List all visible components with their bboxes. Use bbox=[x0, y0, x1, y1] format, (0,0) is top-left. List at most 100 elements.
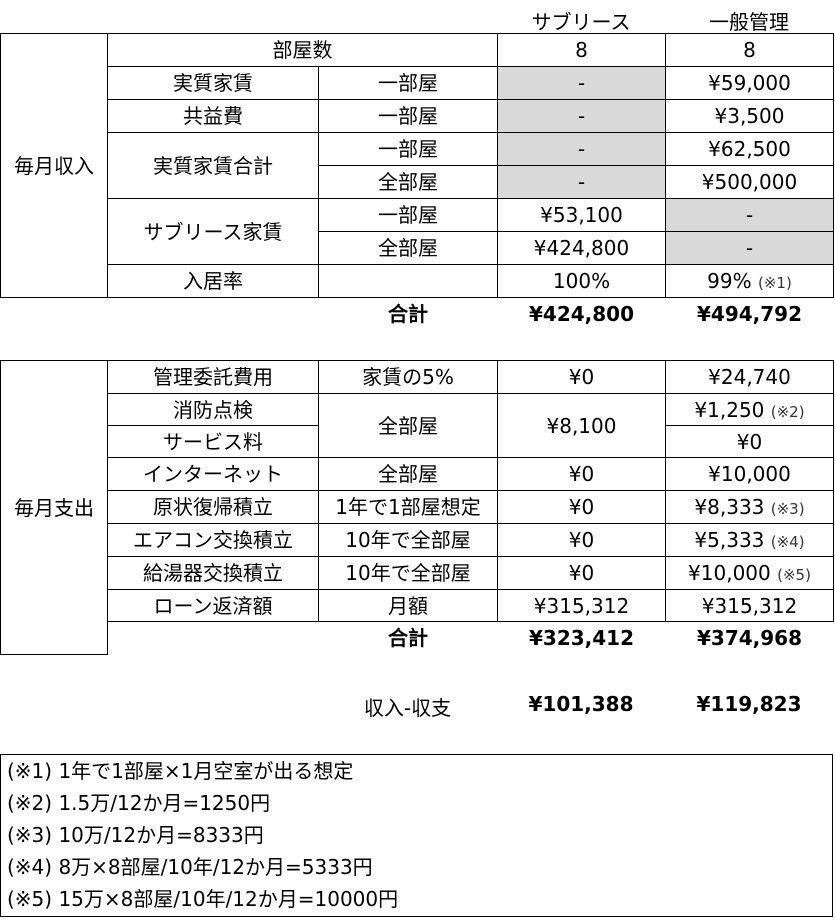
sublease-rent-all-rooms-unit: 全部屋 bbox=[318, 231, 498, 265]
fire-service-sublease: ¥8,100 bbox=[497, 393, 666, 458]
rooms-label: 部屋数 bbox=[107, 33, 498, 67]
water-heater-label: 給湯器交換積立 bbox=[107, 556, 319, 590]
table-row: サービス料 ¥0 bbox=[1, 425, 834, 458]
service-fee-label: サービス料 bbox=[107, 425, 319, 458]
aircon-sublease: ¥0 bbox=[497, 523, 666, 557]
rent-total-all-rooms-general: ¥500,000 bbox=[665, 165, 834, 199]
notes-box: (※1) 1年で1部屋×1月空室が出る想定 (※2) 1.5万/12か月=125… bbox=[0, 754, 833, 917]
water-heater-general: ¥10,000 (※5) bbox=[665, 556, 834, 590]
loan-label: ローン返済額 bbox=[107, 589, 319, 622]
management-fee-general: ¥24,740 bbox=[665, 360, 834, 394]
sublease-rent-per-room-unit: 一部屋 bbox=[318, 198, 498, 232]
common-fee-sublease: - bbox=[497, 99, 666, 133]
expense-table: 毎月支出 管理委託費用 家賃の5% ¥0 ¥24,740 消防点検 全部屋 ¥8… bbox=[0, 360, 834, 655]
sublease-rent-per-room-sublease: ¥53,100 bbox=[497, 198, 666, 232]
rooms-general: 8 bbox=[665, 33, 834, 67]
fire-inspection-general: ¥1,250 (※2) bbox=[665, 393, 834, 426]
table-row: 原状復帰積立 1年で1部屋想定 ¥0 ¥8,333 (※3) bbox=[1, 490, 834, 524]
table-row: ローン返済額 月額 ¥315,312 ¥315,312 bbox=[1, 589, 834, 622]
rent-total-all-rooms-unit: 全部屋 bbox=[318, 165, 498, 199]
water-heater-general-note: (※5) bbox=[777, 566, 811, 584]
table-row: サブリース家賃 一部屋 ¥53,100 - bbox=[1, 198, 834, 265]
sublease-rent-per-room-general: - bbox=[665, 198, 834, 232]
effective-rent-general: ¥59,000 bbox=[665, 66, 834, 100]
sublease-rent-all-rooms-sublease: ¥424,800 bbox=[497, 231, 666, 265]
income-total-label: 合計 bbox=[388, 302, 428, 327]
table-row: 共益費 一部屋 - ¥3,500 bbox=[1, 99, 834, 133]
note-2: (※2) 1.5万/12か月=1250円 bbox=[7, 791, 271, 815]
table-row: 実質家賃 一部屋 - ¥59,000 bbox=[1, 66, 834, 100]
restoration-basis: 1年で1部屋想定 bbox=[318, 490, 498, 524]
difference-general: ¥119,823 bbox=[696, 692, 802, 716]
internet-general: ¥10,000 bbox=[665, 457, 834, 491]
rent-total-label: 実質家賃合計 bbox=[107, 132, 319, 199]
table-row: 毎月支出 管理委託費用 家賃の5% ¥0 ¥24,740 bbox=[0, 360, 834, 655]
table-row: インターネット 全部屋 ¥0 ¥10,000 bbox=[1, 457, 834, 491]
loan-general: ¥315,312 bbox=[665, 589, 834, 622]
income-table: 毎月収入 部屋数 8 8 実質家賃 一部屋 - ¥59,000 共益費 一部屋 … bbox=[0, 33, 834, 331]
restoration-label: 原状復帰積立 bbox=[107, 490, 319, 524]
occupancy-label: 入居率 bbox=[107, 264, 319, 298]
restoration-sublease: ¥0 bbox=[497, 490, 666, 524]
difference-sublease: ¥101,388 bbox=[528, 692, 634, 716]
common-fee-label: 共益費 bbox=[107, 99, 319, 133]
expense-section-label: 毎月支出 bbox=[0, 360, 108, 655]
note-4: (※4) 8万×8部屋/10年/12か月=5333円 bbox=[7, 855, 373, 879]
loan-basis: 月額 bbox=[318, 589, 498, 622]
table-row: 全部屋 ¥424,800 - bbox=[1, 231, 834, 265]
fire-inspection-label: 消防点検 bbox=[107, 393, 319, 426]
occupancy-general-note: (※1) bbox=[757, 274, 792, 292]
internet-basis: 全部屋 bbox=[318, 457, 498, 491]
table-row: 給湯器交換積立 10年で全部屋 ¥0 ¥10,000 (※5) bbox=[1, 556, 834, 590]
table-row: エアコン交換積立 10年で全部屋 ¥0 ¥5,333 (※4) bbox=[1, 523, 834, 557]
income-total-general: ¥494,792 bbox=[696, 302, 802, 327]
column-header-sublease: サブリース bbox=[531, 10, 631, 34]
water-heater-basis: 10年で全部屋 bbox=[318, 556, 498, 590]
difference-label: 収入-収支 bbox=[363, 696, 452, 720]
water-heater-general-value: ¥10,000 bbox=[688, 561, 771, 585]
column-header-general: 一般管理 bbox=[709, 10, 789, 34]
note-5: (※5) 15万×8部屋/10年/12か月=10000円 bbox=[7, 887, 399, 911]
note-3: (※3) 10万/12か月=8333円 bbox=[7, 823, 264, 847]
water-heater-sublease: ¥0 bbox=[497, 556, 666, 590]
table-row: 消防点検 全部屋 ¥8,100 ¥1,250 (※2) bbox=[1, 393, 834, 458]
restoration-general: ¥8,333 (※3) bbox=[665, 490, 834, 524]
rent-total-per-room-unit: 一部屋 bbox=[318, 132, 498, 166]
restoration-general-note: (※3) bbox=[770, 500, 805, 518]
table-row: 入居率 100% 99% (※1) bbox=[1, 264, 834, 298]
internet-sublease: ¥0 bbox=[497, 457, 666, 491]
occupancy-general: 99% (※1) bbox=[665, 264, 834, 298]
rent-total-all-rooms-sublease: - bbox=[497, 165, 666, 199]
aircon-label: エアコン交換積立 bbox=[107, 523, 319, 557]
effective-rent-sublease: - bbox=[497, 66, 666, 100]
table-row: 合計 ¥323,412 ¥374,968 bbox=[1, 622, 834, 655]
expense-total-label: 合計 bbox=[388, 626, 428, 651]
sublease-rent-all-rooms-general: - bbox=[665, 231, 834, 265]
effective-rent-unit: 一部屋 bbox=[318, 66, 498, 100]
aircon-general-value: ¥5,333 bbox=[694, 528, 765, 552]
rent-total-per-room-general: ¥62,500 bbox=[665, 132, 834, 166]
aircon-general-note: (※4) bbox=[770, 533, 805, 551]
common-fee-general: ¥3,500 bbox=[665, 99, 834, 133]
occupancy-sublease: 100% bbox=[497, 264, 666, 298]
fire-inspection-general-note: (※2) bbox=[770, 402, 805, 421]
common-fee-unit: 一部屋 bbox=[318, 99, 498, 133]
income-total-sublease: ¥424,800 bbox=[528, 302, 634, 327]
rooms-sublease: 8 bbox=[497, 33, 666, 67]
occupancy-unit bbox=[318, 264, 498, 298]
rent-total-per-room-sublease: - bbox=[497, 132, 666, 166]
sublease-rent-label: サブリース家賃 bbox=[107, 198, 319, 265]
management-fee-basis: 家賃の5% bbox=[318, 360, 498, 394]
service-fee-general: ¥0 bbox=[665, 425, 834, 458]
fire-inspection-general-value: ¥1,250 bbox=[694, 397, 765, 422]
internet-label: インターネット bbox=[107, 457, 319, 491]
fire-service-basis: 全部屋 bbox=[318, 393, 498, 458]
expense-total-sublease: ¥323,412 bbox=[528, 626, 634, 651]
table-row: 合計 ¥424,800 ¥494,792 bbox=[1, 298, 834, 331]
management-fee-sublease: ¥0 bbox=[497, 360, 666, 394]
table-row: 毎月収入 部屋数 8 8 bbox=[0, 33, 834, 298]
aircon-basis: 10年で全部屋 bbox=[318, 523, 498, 557]
income-section-label: 毎月収入 bbox=[0, 33, 108, 298]
effective-rent-label: 実質家賃 bbox=[107, 66, 319, 100]
